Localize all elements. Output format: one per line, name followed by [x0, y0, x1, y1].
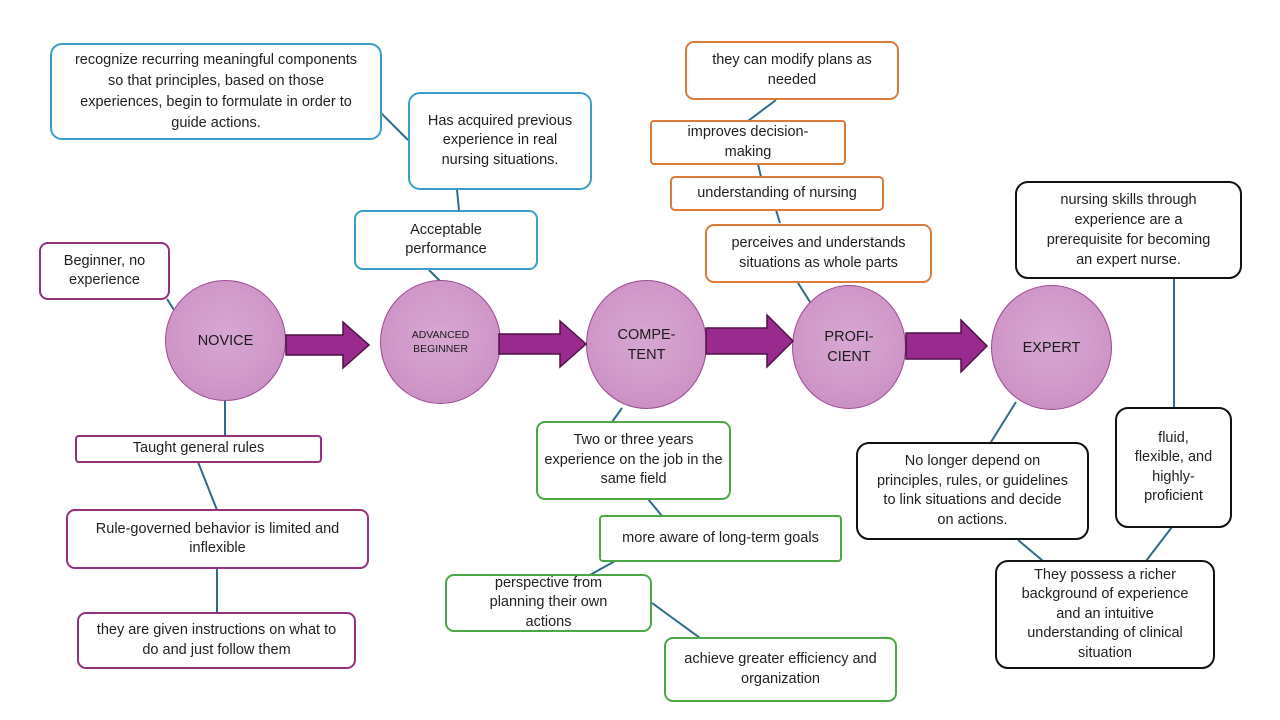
competent-years-box: Two or three years experience on the job…	[536, 421, 731, 500]
proficient-perceives-text: perceives and understands situations as …	[731, 235, 906, 271]
novice-instructions-text: they are given instructions on what to d…	[96, 622, 337, 658]
competent-perspective-box: perspective from planning their own acti…	[445, 574, 652, 632]
arrow-proficient-to-expert	[905, 318, 989, 374]
competent-perspective-text: perspective from planning their own acti…	[489, 574, 608, 630]
competent-long-term-text: more aware of long-term goals	[622, 529, 819, 546]
proficient-perceives-box: perceives and understands situations as …	[705, 224, 932, 283]
expert-richer-box: They possess a richer background of expe…	[995, 560, 1215, 669]
stage-advanced-beginner-label: ADVANCED BEGINNER	[411, 329, 470, 355]
proficient-modify-text: they can modify plans as needed	[712, 52, 872, 88]
stage-novice: NOVICE	[165, 280, 286, 401]
arrow-novice-to-advanced	[285, 320, 371, 370]
stage-novice-label: NOVICE	[197, 332, 254, 349]
advanced-recognize-box: recognize recurring meaningful component…	[50, 43, 382, 140]
novice-beginner-box: Beginner, no experience	[39, 242, 170, 300]
advanced-acquired-box: Has acquired previous experience in real…	[408, 92, 592, 190]
expert-fluid-box: fluid, flexible, and highly-proficient	[1115, 407, 1232, 528]
advanced-acceptable-box: Acceptable performance	[354, 210, 538, 270]
expert-no-longer-box: No longer depend on principles, rules, o…	[856, 442, 1089, 540]
novice-rule-governed-box: Rule-governed behavior is limited and in…	[66, 509, 369, 569]
expert-skills-text: nursing skills through experience are a …	[1046, 192, 1211, 268]
stage-advanced-beginner: ADVANCED BEGINNER	[380, 280, 501, 404]
novice-rule-governed-text: Rule-governed behavior is limited and in…	[95, 520, 340, 557]
expert-richer-text: They possess a richer background of expe…	[1021, 566, 1189, 661]
novice-taught-rules-box: Taught general rules	[75, 435, 322, 463]
expert-skills-box: nursing skills through experience are a …	[1015, 181, 1242, 279]
competent-efficiency-box: achieve greater efficiency and organizat…	[664, 637, 897, 702]
competent-efficiency-text: achieve greater efficiency and organizat…	[684, 651, 877, 687]
stage-competent: COMPE-TENT	[586, 280, 707, 409]
arrow-advanced-to-competent	[498, 319, 588, 369]
novice-beginner-text: Beginner, no experience	[63, 252, 146, 289]
advanced-recognize-text: recognize recurring meaningful component…	[74, 51, 358, 131]
expert-no-longer-text: No longer depend on principles, rules, o…	[876, 453, 1068, 528]
proficient-decision-box: improves decision-making	[650, 120, 846, 165]
advanced-acquired-text: Has acquired previous experience in real…	[427, 112, 573, 168]
stage-proficient-label: PROFI-CIENT	[824, 329, 874, 365]
competent-long-term-box: more aware of long-term goals	[599, 515, 842, 562]
competent-years-text: Two or three years experience on the job…	[544, 432, 723, 488]
advanced-acceptable-text: Acceptable performance	[405, 221, 487, 258]
stage-expert-label: EXPERT	[1022, 339, 1081, 356]
stage-competent-label: COMPE-TENT	[617, 326, 676, 363]
expert-fluid-text: fluid, flexible, and highly-proficient	[1134, 429, 1213, 505]
proficient-modify-box: they can modify plans as needed	[685, 41, 899, 100]
proficient-decision-text: improves decision-making	[687, 124, 809, 160]
novice-instructions-box: they are given instructions on what to d…	[77, 612, 356, 669]
stage-expert: EXPERT	[991, 285, 1112, 410]
proficient-understanding-text: understanding of nursing	[697, 184, 857, 201]
stage-proficient: PROFI-CIENT	[792, 285, 906, 409]
proficient-understanding-box: understanding of nursing	[670, 176, 884, 211]
arrow-competent-to-proficient	[705, 313, 795, 369]
novice-taught-rules-text: Taught general rules	[132, 440, 265, 457]
